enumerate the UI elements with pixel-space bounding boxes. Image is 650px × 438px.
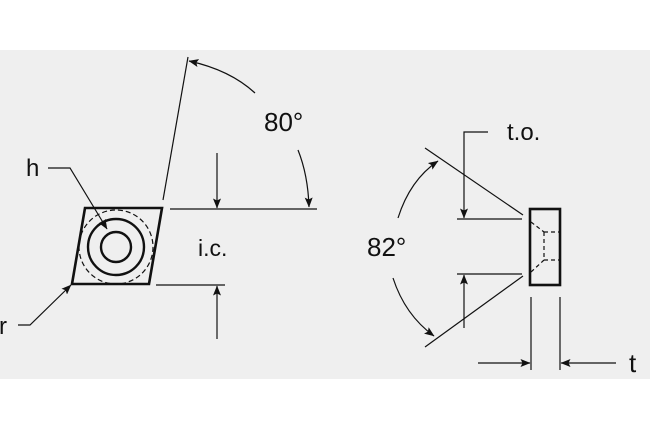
rhombic-insert-outline [70,206,164,286]
angle-82-label: 82° [367,232,406,262]
outer-hole-circle [86,217,146,277]
ic-label: i.c. [198,235,227,261]
radius-label: r [0,313,7,340]
insert-side-outline [528,207,562,287]
angle-82-arrow-lower [392,277,435,337]
radius-leader [18,284,72,326]
hole-label: h [26,155,39,182]
angle-82-arrow-upper [397,160,439,219]
angle-80-label: 80° [264,107,303,137]
to-label: t.o. [507,119,540,146]
hole-leader [48,167,108,230]
background-band [0,50,650,379]
angle-80-arrow-lower [297,149,313,208]
angle-extension-line [162,56,189,201]
thickness-label: t [629,348,637,378]
hidden-hole-lines [530,221,559,273]
to-arrow-down [460,131,488,219]
inner-hole-circle [99,230,133,264]
angle-82-upper-line [424,147,524,216]
angle-82-lower-line [424,275,524,348]
inscribed-circle-dashed [78,209,154,285]
angle-80-arrow-upper [188,59,256,94]
